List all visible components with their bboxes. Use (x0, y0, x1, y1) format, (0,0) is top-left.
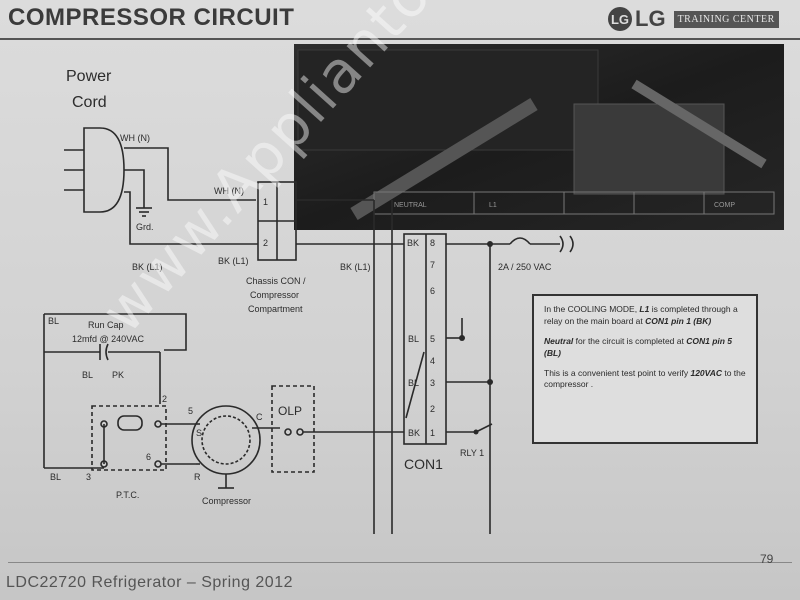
con1-pin-1-wire: BK (408, 428, 421, 438)
run-cap-label-2: 12mfd @ 240VAC (72, 334, 145, 344)
note-paragraph-3: This is a convenient test point to verif… (544, 368, 746, 392)
note-p1-text: In the COOLING MODE, (544, 304, 640, 314)
compressor-pin-c: C (256, 412, 263, 422)
con1-pin-8: 8 (430, 238, 436, 248)
wire-label-pk: PK (112, 370, 125, 380)
note-p2-mid: for the circuit is completed at (573, 335, 687, 346)
chassis-con-label-3: Compartment (248, 304, 303, 314)
photo-label-l1: L1 (489, 202, 497, 209)
compressor-pin-s: S (196, 428, 203, 438)
relay-label: RLY 1 (460, 448, 485, 458)
wire-label-bl-3: BL (50, 472, 62, 482)
note-p1-mid: is completed through a relay on the main… (544, 304, 738, 326)
fuse-label: 2A / 250 VAC (498, 262, 552, 272)
olp-box (271, 385, 315, 473)
lg-logo: LG LG TRAINING CENTER (608, 6, 779, 32)
main-board-photo: NEUTRAL L1 COMP (294, 44, 784, 230)
note-p3-em: 120VAC (690, 367, 722, 378)
explanation-note: In the COOLING MODE, L1 is completed thr… (532, 294, 758, 444)
page-title: COMPRESSOR CIRCUIT (8, 4, 295, 31)
compressor-pin-r: R (194, 472, 201, 482)
title-divider (0, 38, 800, 40)
con1-pin-5: 5 (430, 334, 436, 344)
photo-label-neutral: NEUTRAL (394, 202, 427, 209)
ptc-pin-3: 3 (86, 472, 92, 482)
note-p3-post: to the compressor . (544, 367, 746, 390)
note-p2-em2: CON1 pin 5 (BL) (544, 335, 733, 358)
con1-pin-2: 2 (430, 404, 436, 414)
photo-label-comp: COMP (714, 202, 735, 209)
con1-pin-7: 7 (430, 260, 436, 270)
con1-header (403, 233, 447, 445)
olp-label: OLP (278, 404, 303, 418)
footer-divider (8, 562, 792, 563)
con1-pin-8-wire: BK (407, 238, 420, 248)
con1-pin-3-wire: BL (408, 378, 420, 388)
note-p3-text: This is a convenient test point to verif… (544, 367, 691, 378)
wire-label-bl-1: BL (48, 316, 60, 326)
con1-pin-3: 3 (430, 378, 436, 388)
note-paragraph-1: In the COOLING MODE, L1 is completed thr… (544, 304, 746, 328)
note-paragraph-2: Neutral for the circuit is completed at … (544, 336, 746, 360)
con1-pin-4: 4 (430, 356, 436, 366)
con1-pin-1: 1 (430, 428, 436, 438)
con1-pin-5-wire: BL (408, 334, 420, 344)
wire-label-bk-l1-2: BK (L1) (218, 256, 249, 266)
power-cord-label-1: Power (66, 68, 112, 85)
chassis-con-label-1: Chassis CON / (246, 276, 306, 286)
ptc-label: P.T.C. (116, 490, 140, 500)
training-center-badge: TRAINING CENTER (673, 10, 779, 28)
wire-label-wh-n-1: WH (N) (120, 133, 150, 143)
page-number: 79 (760, 552, 774, 566)
ptc-pin-2: 2 (162, 394, 168, 404)
ptc-pin-6: 6 (146, 452, 152, 462)
wire-label-bl-2: BL (82, 370, 94, 380)
con1-pin-6: 6 (430, 286, 436, 296)
note-p1-em: L1 (639, 304, 650, 314)
con1-label: CON1 (404, 456, 443, 472)
wire-label-bk-l1-3: BK (L1) (340, 262, 371, 272)
note-p1-em2: CON1 pin 1 (BK) (645, 315, 712, 326)
ptc-box (91, 405, 167, 471)
compressor-label: Compressor (202, 496, 252, 506)
chassis-con-label-2: Compressor (250, 290, 300, 300)
footer-text: LDC22720 Refrigerator – Spring 2012 (6, 574, 293, 591)
ground-label: Grd. (136, 222, 154, 232)
lg-logo-mark-icon: LG (608, 7, 632, 31)
wire-label-wh-n-2: WH (N) (214, 186, 244, 196)
main-board-photo-art: NEUTRAL L1 COMP (297, 49, 775, 220)
note-p2-em: Neutral (544, 335, 574, 346)
ptc-pin-5: 5 (188, 406, 194, 416)
chassis-pin-1: 1 (263, 197, 269, 207)
run-cap-label-1: Run Cap (88, 320, 124, 330)
power-plug-icon (83, 127, 125, 213)
wire-label-bk-l1-1: BK (L1) (132, 262, 163, 272)
lg-logo-text: LG (635, 6, 666, 31)
power-cord-label-2: Cord (72, 94, 107, 111)
chassis-pin-2: 2 (263, 238, 269, 248)
